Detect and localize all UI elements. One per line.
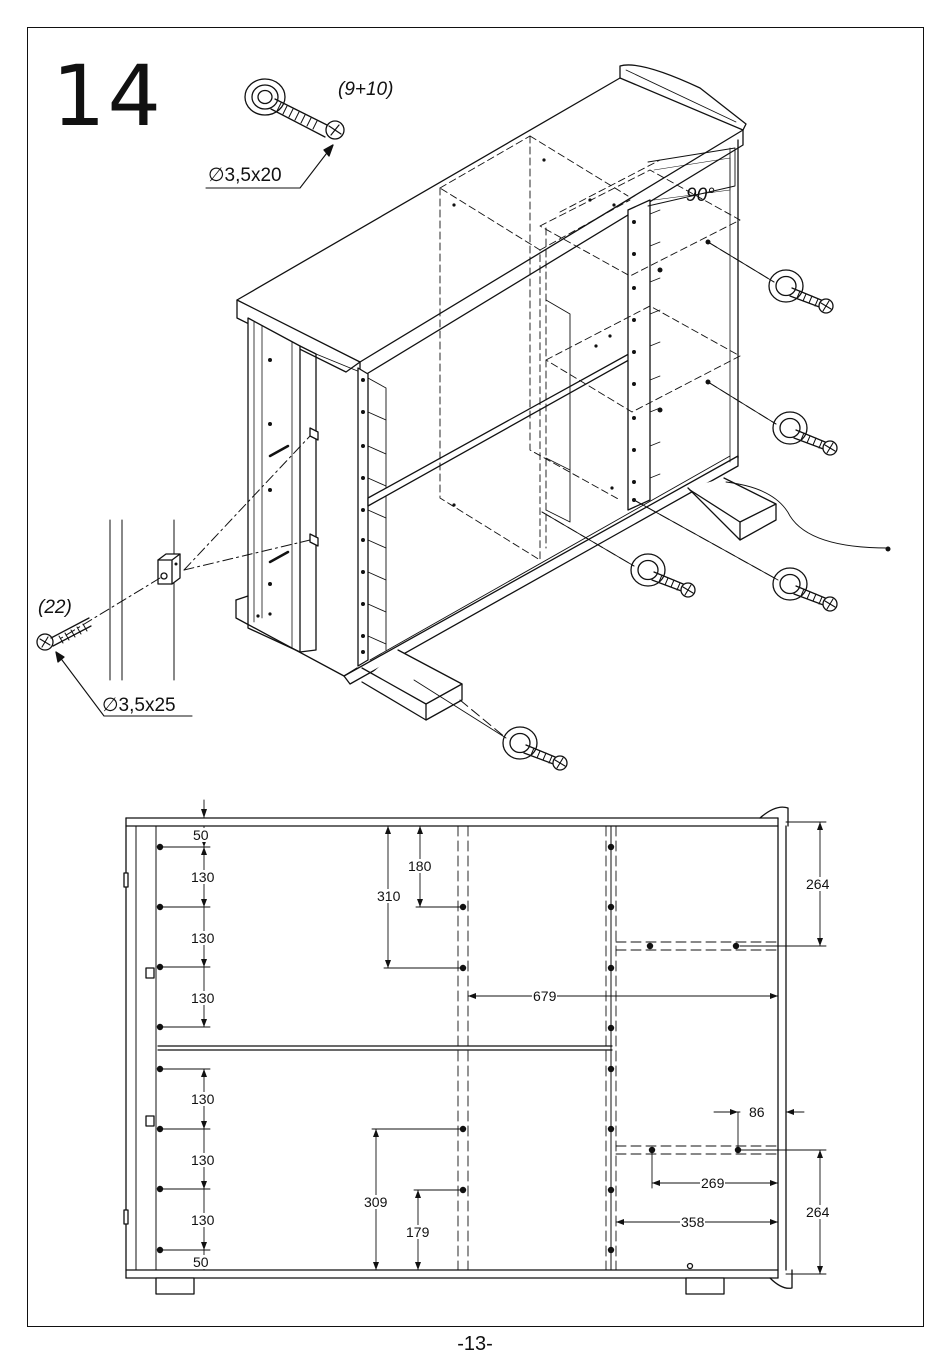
dim-left-spacing-6: 130 bbox=[190, 1212, 216, 1228]
dim-right-edge-offset: 86 bbox=[748, 1104, 766, 1120]
screw-icon bbox=[36, 617, 92, 651]
screw-icon bbox=[772, 567, 838, 612]
bottom-board bbox=[343, 455, 739, 685]
screw-icon bbox=[772, 411, 838, 456]
dim-right-top: 264 bbox=[805, 876, 831, 892]
front-elevation bbox=[123, 799, 827, 1295]
dim-right-rail-269: 269 bbox=[700, 1175, 726, 1191]
dim-left-spacing-5: 130 bbox=[190, 1152, 216, 1168]
top-board bbox=[236, 77, 744, 363]
bracket-screw-size: ∅3,5x25 bbox=[102, 695, 176, 716]
page-frame bbox=[27, 27, 924, 1327]
angle-label: 90° bbox=[686, 185, 715, 206]
shelf-rail bbox=[367, 349, 637, 507]
bracket-qty: (22) bbox=[38, 597, 72, 618]
cabinet-isometric bbox=[235, 64, 891, 721]
dim-width-upper: 679 bbox=[532, 988, 558, 1004]
dim-left-spacing-1: 130 bbox=[190, 869, 216, 885]
right-side-panel bbox=[627, 199, 651, 511]
dim-left-spacing-3: 130 bbox=[190, 990, 216, 1006]
dim-mid-lower-short: 179 bbox=[405, 1224, 431, 1240]
page-number: -13- bbox=[457, 1333, 493, 1355]
dim-mid-upper-long: 310 bbox=[376, 888, 402, 904]
step-number: 14 bbox=[52, 47, 163, 145]
dim-mid-lower-long: 309 bbox=[363, 1194, 389, 1210]
dim-mid-upper-short: 180 bbox=[407, 858, 433, 874]
screw-icon bbox=[768, 269, 834, 314]
screw-callouts bbox=[36, 78, 838, 771]
front-post bbox=[357, 367, 369, 667]
dim-left-spacing-2: 130 bbox=[190, 930, 216, 946]
screw-icon bbox=[630, 553, 696, 598]
dim-left-top-offset: 50 bbox=[192, 827, 210, 843]
bracket-icon bbox=[157, 553, 181, 585]
front-foot bbox=[361, 649, 463, 721]
back-foot bbox=[687, 477, 777, 541]
screw-icon bbox=[502, 726, 568, 771]
dim-right-bottom: 264 bbox=[805, 1204, 831, 1220]
top-screw-qty: (9+10) bbox=[338, 79, 394, 100]
dim-right-rail-358: 358 bbox=[680, 1214, 706, 1230]
inner-left-panel bbox=[299, 345, 317, 653]
dim-left-bottom-offset: 50 bbox=[192, 1254, 210, 1270]
screw-icon bbox=[244, 78, 345, 140]
top-screw-size: ∅3,5x20 bbox=[208, 165, 282, 186]
dim-left-spacing-4: 130 bbox=[190, 1091, 216, 1107]
